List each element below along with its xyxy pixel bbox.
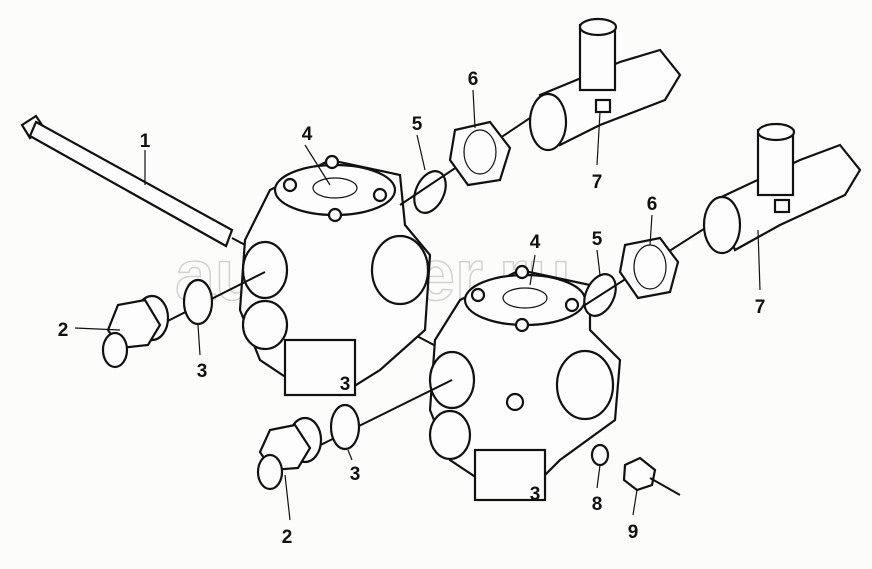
o-ring [413,170,447,214]
callout-2: 2 [58,320,69,341]
callout-5: 5 [412,114,423,135]
seal-ring [182,278,214,326]
tee-fitting-lower [702,122,862,255]
callout-3: 3 [340,374,351,395]
valve-upper [238,154,432,397]
callout-3: 3 [197,361,208,382]
valve-lower [428,264,622,502]
callout-3: 3 [350,464,361,485]
callout-2: 2 [282,527,293,548]
lock-nut [448,120,512,187]
callout-4: 4 [302,124,313,145]
callout-7: 7 [755,297,766,318]
washer [590,443,610,467]
lock-nut [618,236,680,300]
fitting-upper [101,271,266,369]
callout-4: 4 [530,232,541,253]
seal-ring [329,403,361,451]
leader-lines [74,89,761,521]
hex-nut [622,456,657,492]
callout-6: 6 [647,194,658,215]
callout-1: 1 [140,131,151,152]
callout-5: 5 [592,229,603,250]
callout-7: 7 [592,172,603,193]
fitting-lower [256,379,453,491]
callout-9: 9 [628,522,639,543]
callout-6: 6 [468,69,479,90]
tee-fitting-upper [528,17,682,152]
callout-3: 3 [530,484,541,505]
callout-8: 8 [592,494,603,515]
